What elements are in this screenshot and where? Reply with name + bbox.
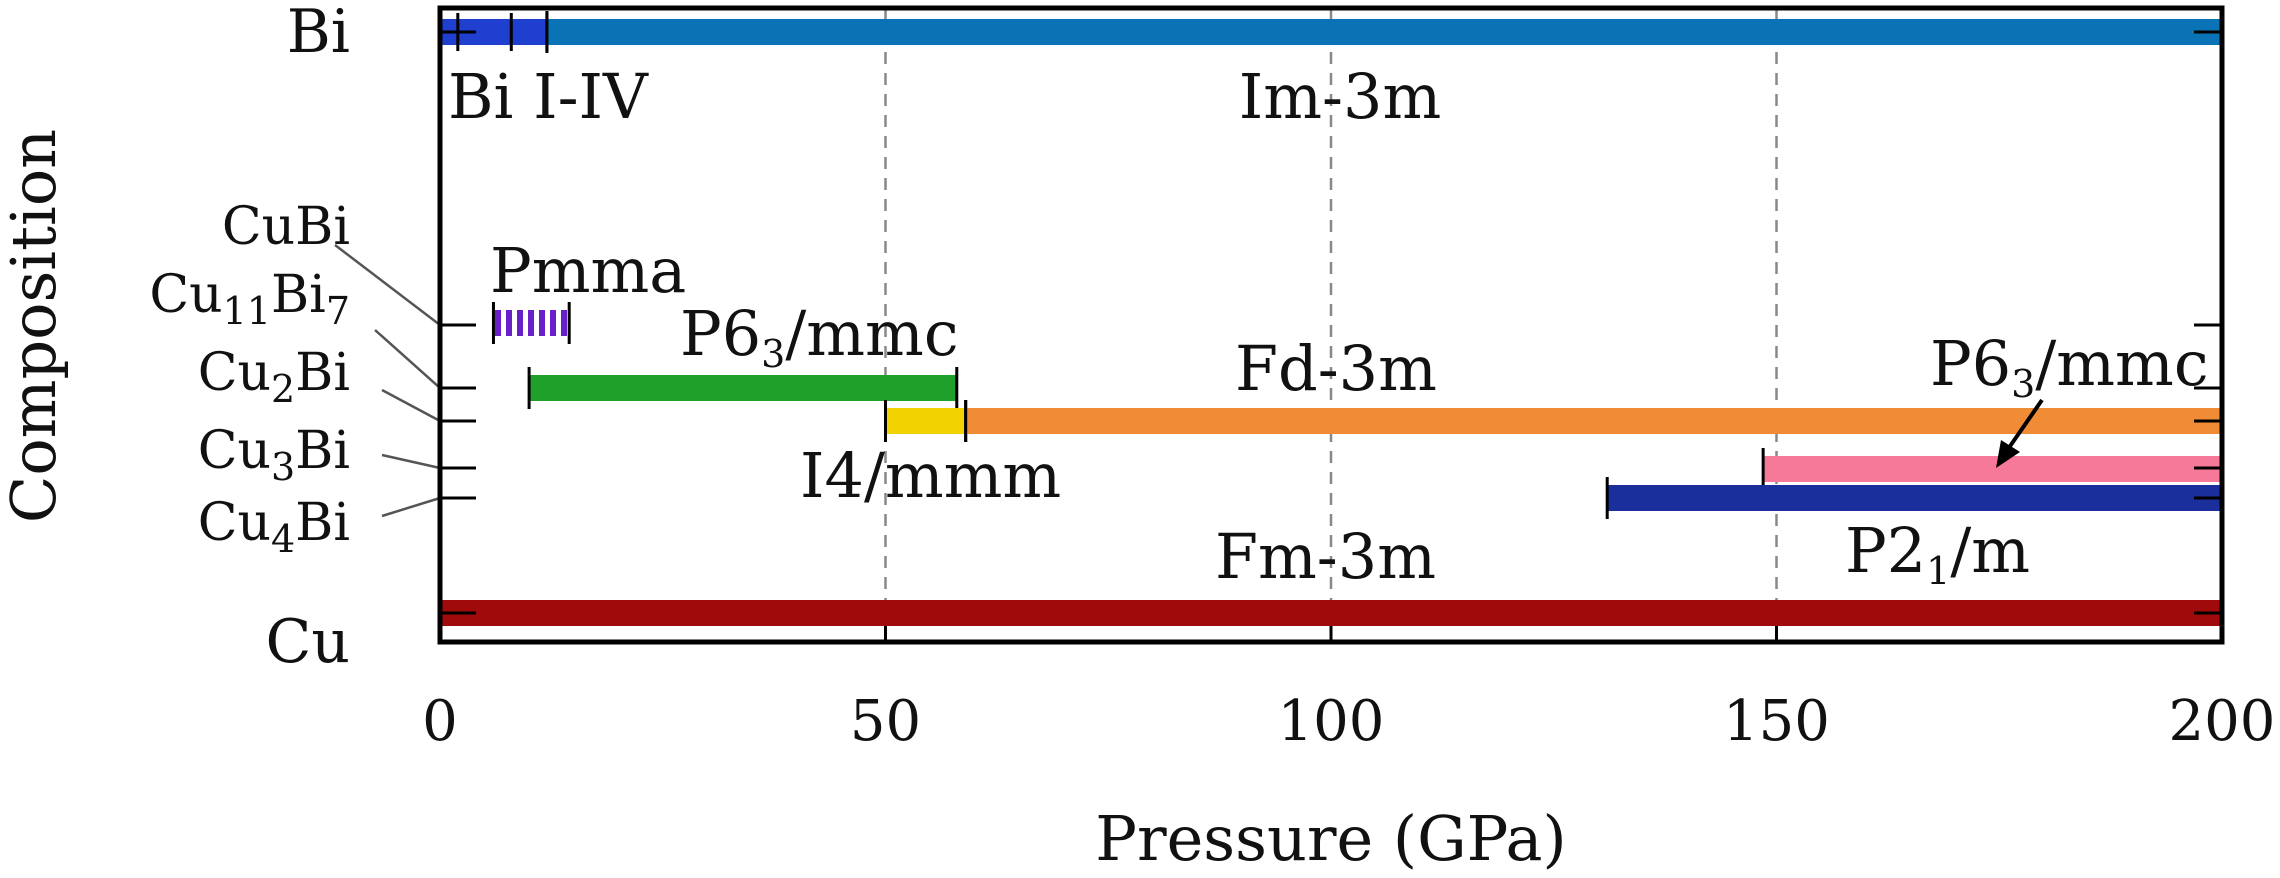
bar-Cu2Bi-Fd3m	[965, 408, 2223, 434]
x-tick-label-100: 100	[1278, 689, 1385, 754]
x-tick-label-200: 200	[2169, 689, 2276, 754]
bar-CuBi-Pmma	[493, 310, 570, 336]
phase-label-Fd3m: Fd-3m	[1235, 332, 1437, 405]
x-tick-label-150: 150	[1723, 689, 1830, 754]
composition-label-Bi: Bi	[287, 0, 350, 67]
leader-line-CuBi	[334, 244, 441, 326]
phase-label-Cu3Bi-P6: P63/mmc	[1930, 327, 2209, 406]
phase-label-P2: P21/m	[1845, 514, 2030, 593]
composition-label-CuBi: CuBi	[222, 197, 350, 257]
composition-label-Cu3Bi: Cu3Bi	[198, 421, 350, 489]
grid-lines	[884, 10, 1778, 640]
leader-line-Cu11Bi7	[374, 329, 441, 389]
phase-label-I4mmm: I4/mmm	[800, 439, 1061, 512]
pointer-arrow-head	[1996, 440, 2020, 468]
bar-Cu2Bi-I4mmm	[885, 408, 966, 434]
phase-label-BiIIV: Bi I-IV	[448, 60, 649, 133]
bar-Cu3Bi-P63mmc	[1763, 456, 2222, 482]
phase-label-Im3m: Im-3m	[1239, 60, 1441, 133]
bar-Cu11Bi7-P63mmc	[529, 375, 957, 401]
bar-Cu4Bi-P21m	[1607, 485, 2222, 511]
composition-label-Cu2Bi: Cu2Bi	[198, 343, 350, 411]
leader-line-Cu4Bi	[381, 496, 441, 518]
phase-label-Cu11Bi7-P6: P63/mmc	[680, 297, 959, 376]
composition-label-Cu4Bi: Cu4Bi	[198, 493, 350, 561]
composition-leader-lines	[334, 244, 441, 518]
phase-bars	[438, 11, 2223, 634]
composition-label-Cu11Bi7: Cu11Bi7	[149, 265, 350, 333]
bar-Bi-Im3m	[546, 19, 2223, 45]
leader-line-Cu3Bi	[381, 453, 441, 470]
pointer-arrow-shaft	[2004, 398, 2044, 454]
composition-label-Cu: Cu	[265, 607, 350, 677]
bar-Cu-Fm3m	[440, 600, 2222, 626]
y-axis-title: Composition	[0, 129, 70, 523]
leader-line-Cu2Bi	[381, 388, 441, 423]
x-tick-label-0: 0	[422, 689, 458, 754]
phase-label-Pmma: Pmma	[490, 234, 686, 307]
x-axis-title: Pressure (GPa)	[1095, 802, 1566, 875]
x-tick-label-50: 50	[850, 689, 921, 754]
phase-label-Fm3m: Fm-3m	[1215, 520, 1436, 593]
